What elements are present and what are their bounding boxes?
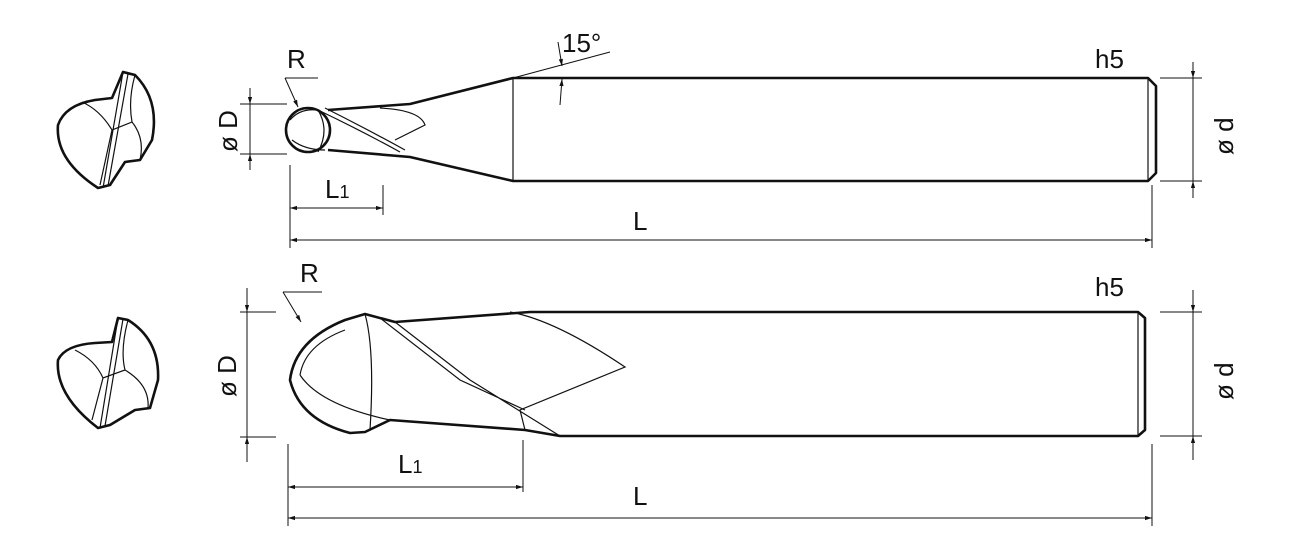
top-radius-label: R [287, 44, 306, 74]
top-tool-body [284, 76, 1158, 183]
bottom-overall-length-label: L [633, 481, 647, 511]
top-flute-length-label: L1 [325, 174, 349, 204]
bottom-tolerance-label: h5 [1095, 272, 1124, 302]
bottom-diameter-label: ø D [212, 355, 242, 397]
bottom-end-view [56, 316, 160, 430]
top-end-view [56, 70, 156, 190]
bottom-shank-diameter-label: ø d [1209, 362, 1239, 400]
bottom-dimensions [240, 288, 1202, 526]
bottom-radius-label: R [300, 258, 319, 288]
top-shank-diameter-label: ø d [1209, 117, 1239, 155]
top-diameter-label: ø D [213, 110, 243, 152]
bottom-flute-length-label: L1 [398, 449, 422, 479]
top-angle-label: 15° [562, 28, 601, 58]
top-overall-length-label: L [633, 206, 647, 236]
top-tolerance-label: h5 [1095, 44, 1124, 74]
bottom-tool-body [288, 310, 1147, 438]
top-dimensions [240, 41, 1202, 248]
